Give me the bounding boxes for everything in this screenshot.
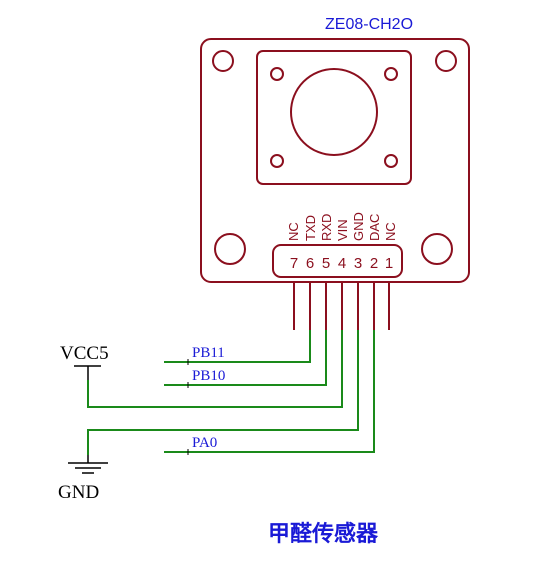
mount-hole-tr [435,50,457,72]
pin-number-3: 3 [354,255,362,272]
mount-hole-br [421,233,453,265]
sensor-window [290,68,378,156]
pin-legs [293,282,390,330]
pin-header-outline [272,244,403,278]
vcc-label: VCC5 [60,343,109,364]
pin-label-1: NC [383,222,398,241]
wire-pb10 [164,330,327,386]
net-label-pa0: PA0 [192,435,217,451]
pin-label-6: TXD [303,215,318,241]
wire-vcc5 [87,330,343,408]
wire-pa0 [164,330,375,453]
net-label-pb10: PB10 [192,368,225,384]
component-title: ZE08-CH2O [325,16,413,33]
ground-symbol [68,455,108,474]
pin-numbers: 7 6 5 4 3 2 1 [290,255,393,272]
pin-label-2: DAC [367,214,382,241]
pin-label-3: GND [351,212,366,241]
pin-label-5: RXD [319,214,334,241]
wire-gnd [87,330,359,455]
pin-label-7: NC [286,222,301,241]
pin-number-7: 7 [290,255,298,272]
sensor-body [200,38,470,283]
pin-labels: NC TXD RXD VIN GND DAC NC [286,212,398,241]
pin-number-1: 1 [385,255,393,272]
net-label-pb11: PB11 [192,345,225,361]
pin-label-4: VIN [335,219,350,241]
mount-hole-tl [212,50,234,72]
mount-hole-bl [214,233,246,265]
pin-number-5: 5 [322,255,330,272]
vcc-symbol [74,365,101,380]
pin-number-2: 2 [370,255,378,272]
wire-pb11 [164,330,311,363]
pin-number-6: 6 [306,255,314,272]
wires [87,330,375,455]
gnd-label: GND [58,482,99,503]
diagram-caption: 甲醛传感器 [268,521,379,546]
pin-number-4: 4 [338,255,346,272]
